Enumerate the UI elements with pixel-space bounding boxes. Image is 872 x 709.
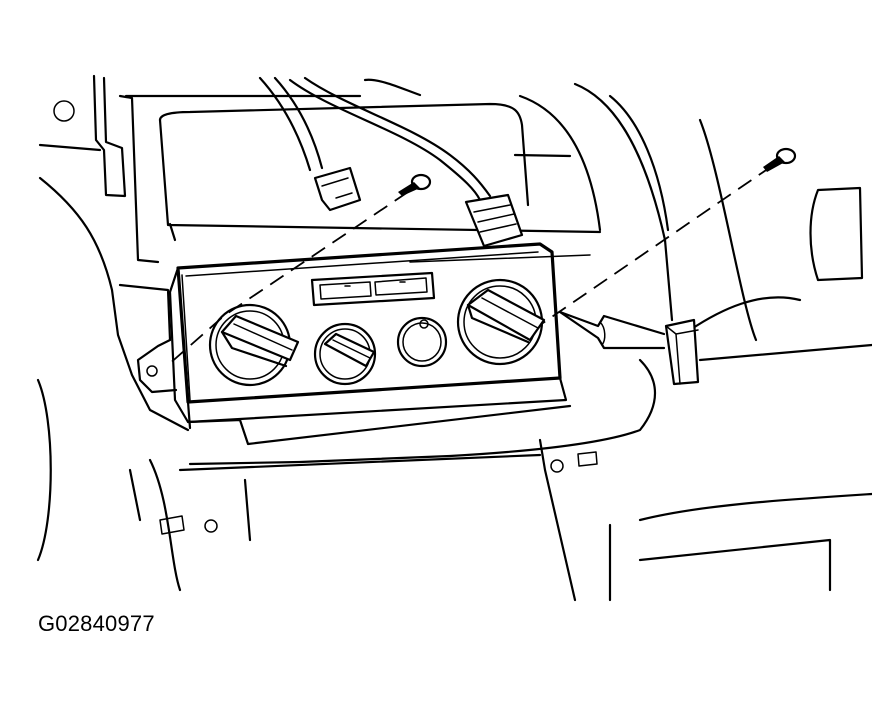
- wiring-connector-left: [313, 166, 362, 212]
- wiring-harness-right: [288, 76, 524, 248]
- recirculation-button: [396, 316, 448, 368]
- temperature-knob: [208, 303, 300, 387]
- dashboard-frame: [36, 74, 872, 602]
- screw-center: [398, 173, 432, 196]
- removal-tool: [558, 310, 700, 386]
- alignment-line-right-screw: [539, 165, 773, 326]
- duct-housing: [158, 102, 602, 242]
- fan-speed-knob: [313, 322, 377, 386]
- wiring-harness-left: [258, 76, 362, 212]
- mounting-hole-lower-left: [204, 519, 218, 533]
- mode-button-strip: [310, 271, 436, 307]
- heater-control-panel: [136, 242, 572, 446]
- mounting-hole-upper-left: [53, 100, 75, 122]
- figure-id-label: G02840977: [38, 611, 155, 636]
- mounting-hole-lower-right: [550, 459, 564, 473]
- wiring-connector-right: [464, 193, 524, 248]
- mode-selector-knob: [456, 278, 546, 366]
